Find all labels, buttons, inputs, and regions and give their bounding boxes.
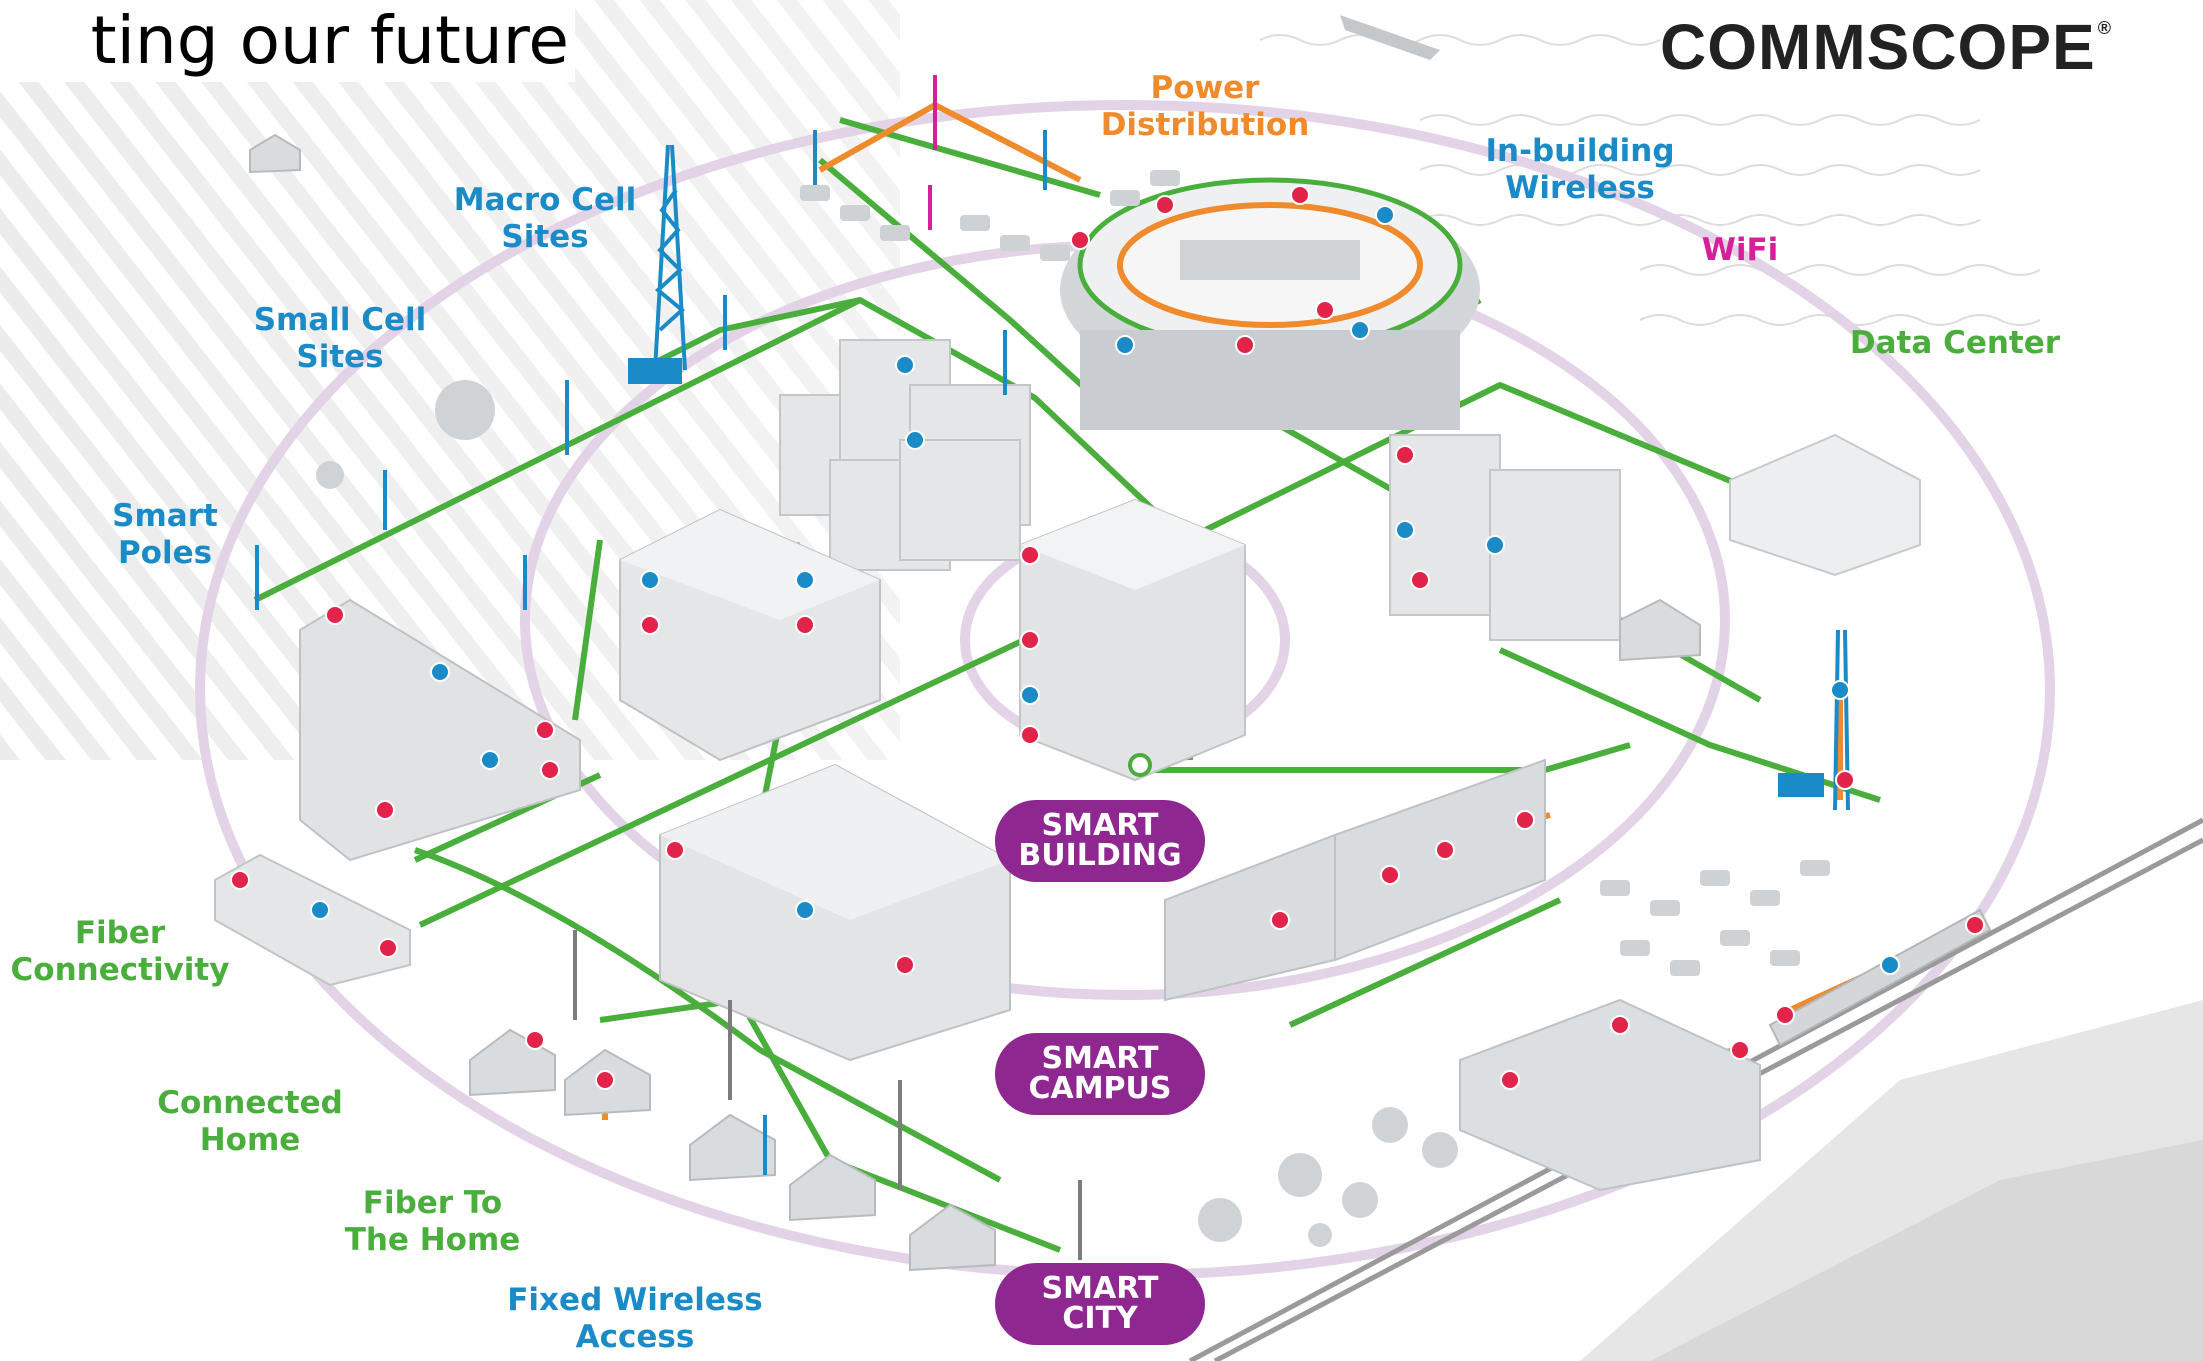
antenna-masts — [255, 75, 1047, 1175]
label-data-center: Data Center — [1849, 325, 2061, 361]
data-center — [1729, 433, 1921, 577]
parking-cars — [800, 170, 1830, 976]
mall-building — [659, 763, 1011, 1062]
logo-registered-mark: ® — [2097, 18, 2112, 38]
smart-building-tower — [1019, 498, 1246, 782]
label-macro-cell-sites: Macro Cell Sites — [453, 182, 637, 255]
office-cluster — [779, 339, 1031, 571]
macro-cell-tower — [628, 144, 687, 384]
label-fiber-to-the-home: Fiber To The Home — [344, 1185, 521, 1258]
label-wifi: WiFi — [1701, 232, 1779, 268]
apartment-building — [1389, 434, 1621, 641]
stadium — [1060, 177, 1480, 430]
hospital-building — [619, 508, 881, 762]
label-power-distribution: Power Distribution — [1100, 70, 1310, 143]
label-smart-poles: Smart Poles — [112, 498, 218, 571]
ship — [1340, 15, 1440, 60]
trees — [316, 380, 1458, 1247]
utility-poles — [573, 930, 1082, 1260]
train — [1768, 908, 1992, 1047]
label-connected-home: Connected Home — [157, 1085, 343, 1158]
train-station — [214, 853, 411, 987]
slide-headline: ting our future — [0, 0, 575, 82]
label-fiber-connectivity: Fiber Connectivity — [10, 915, 230, 988]
network-nodes — [230, 185, 1985, 1090]
label-in-building-wireless: In-building Wireless — [1485, 133, 1675, 206]
logo-text: COMMSCOPE — [1660, 11, 2096, 83]
wavy-pattern — [1259, 34, 2041, 326]
airport-terminal — [299, 598, 581, 862]
townhouses — [1164, 758, 1546, 1002]
label-fixed-wireless-access: Fixed Wireless Access — [507, 1282, 763, 1355]
label-small-cell-sites: Small Cell Sites — [253, 302, 427, 375]
train-hangar — [1459, 998, 1761, 1192]
commscope-logo: COMMSCOPE® — [1660, 10, 2112, 84]
